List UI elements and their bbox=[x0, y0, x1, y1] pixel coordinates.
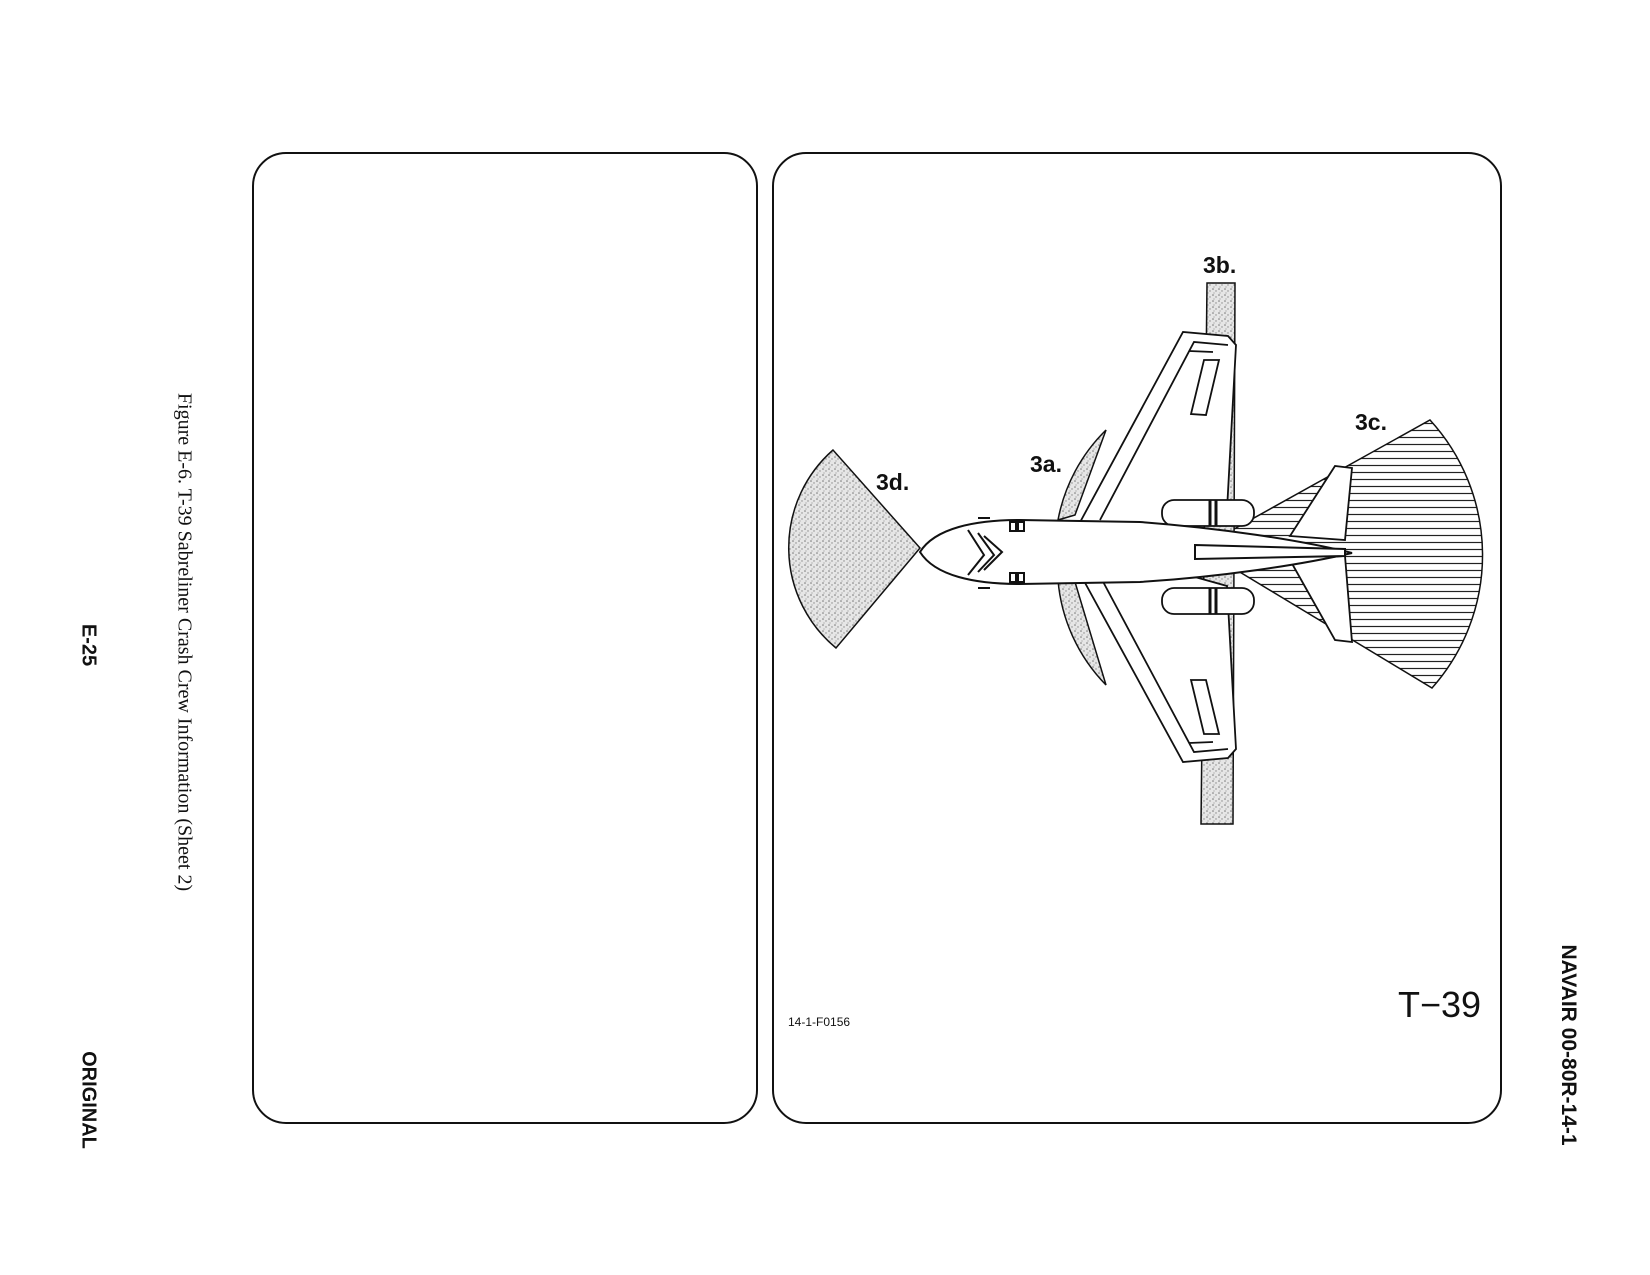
zone-3b-label: 3b. bbox=[1203, 252, 1237, 278]
zone-3a-upper-area bbox=[1057, 429, 1107, 522]
fuselage bbox=[918, 517, 1353, 589]
zone-3a-lower-area bbox=[1057, 579, 1107, 686]
blank-panel bbox=[252, 152, 758, 1124]
engine-nacelles bbox=[1161, 499, 1255, 615]
lower-wing bbox=[1076, 569, 1237, 763]
zone-3c-label: 3c. bbox=[1355, 409, 1387, 435]
zone-3d-label: 3d. bbox=[876, 469, 910, 495]
upper-wing bbox=[1076, 331, 1237, 528]
drawing-code: 14-1-F0156 bbox=[788, 1015, 851, 1029]
zone-3d-area bbox=[787, 448, 921, 650]
aircraft-model-label: T−39 bbox=[1398, 984, 1482, 1025]
tail-stabilizers bbox=[1288, 465, 1353, 644]
zone-3a-label: 3a. bbox=[1030, 451, 1062, 477]
